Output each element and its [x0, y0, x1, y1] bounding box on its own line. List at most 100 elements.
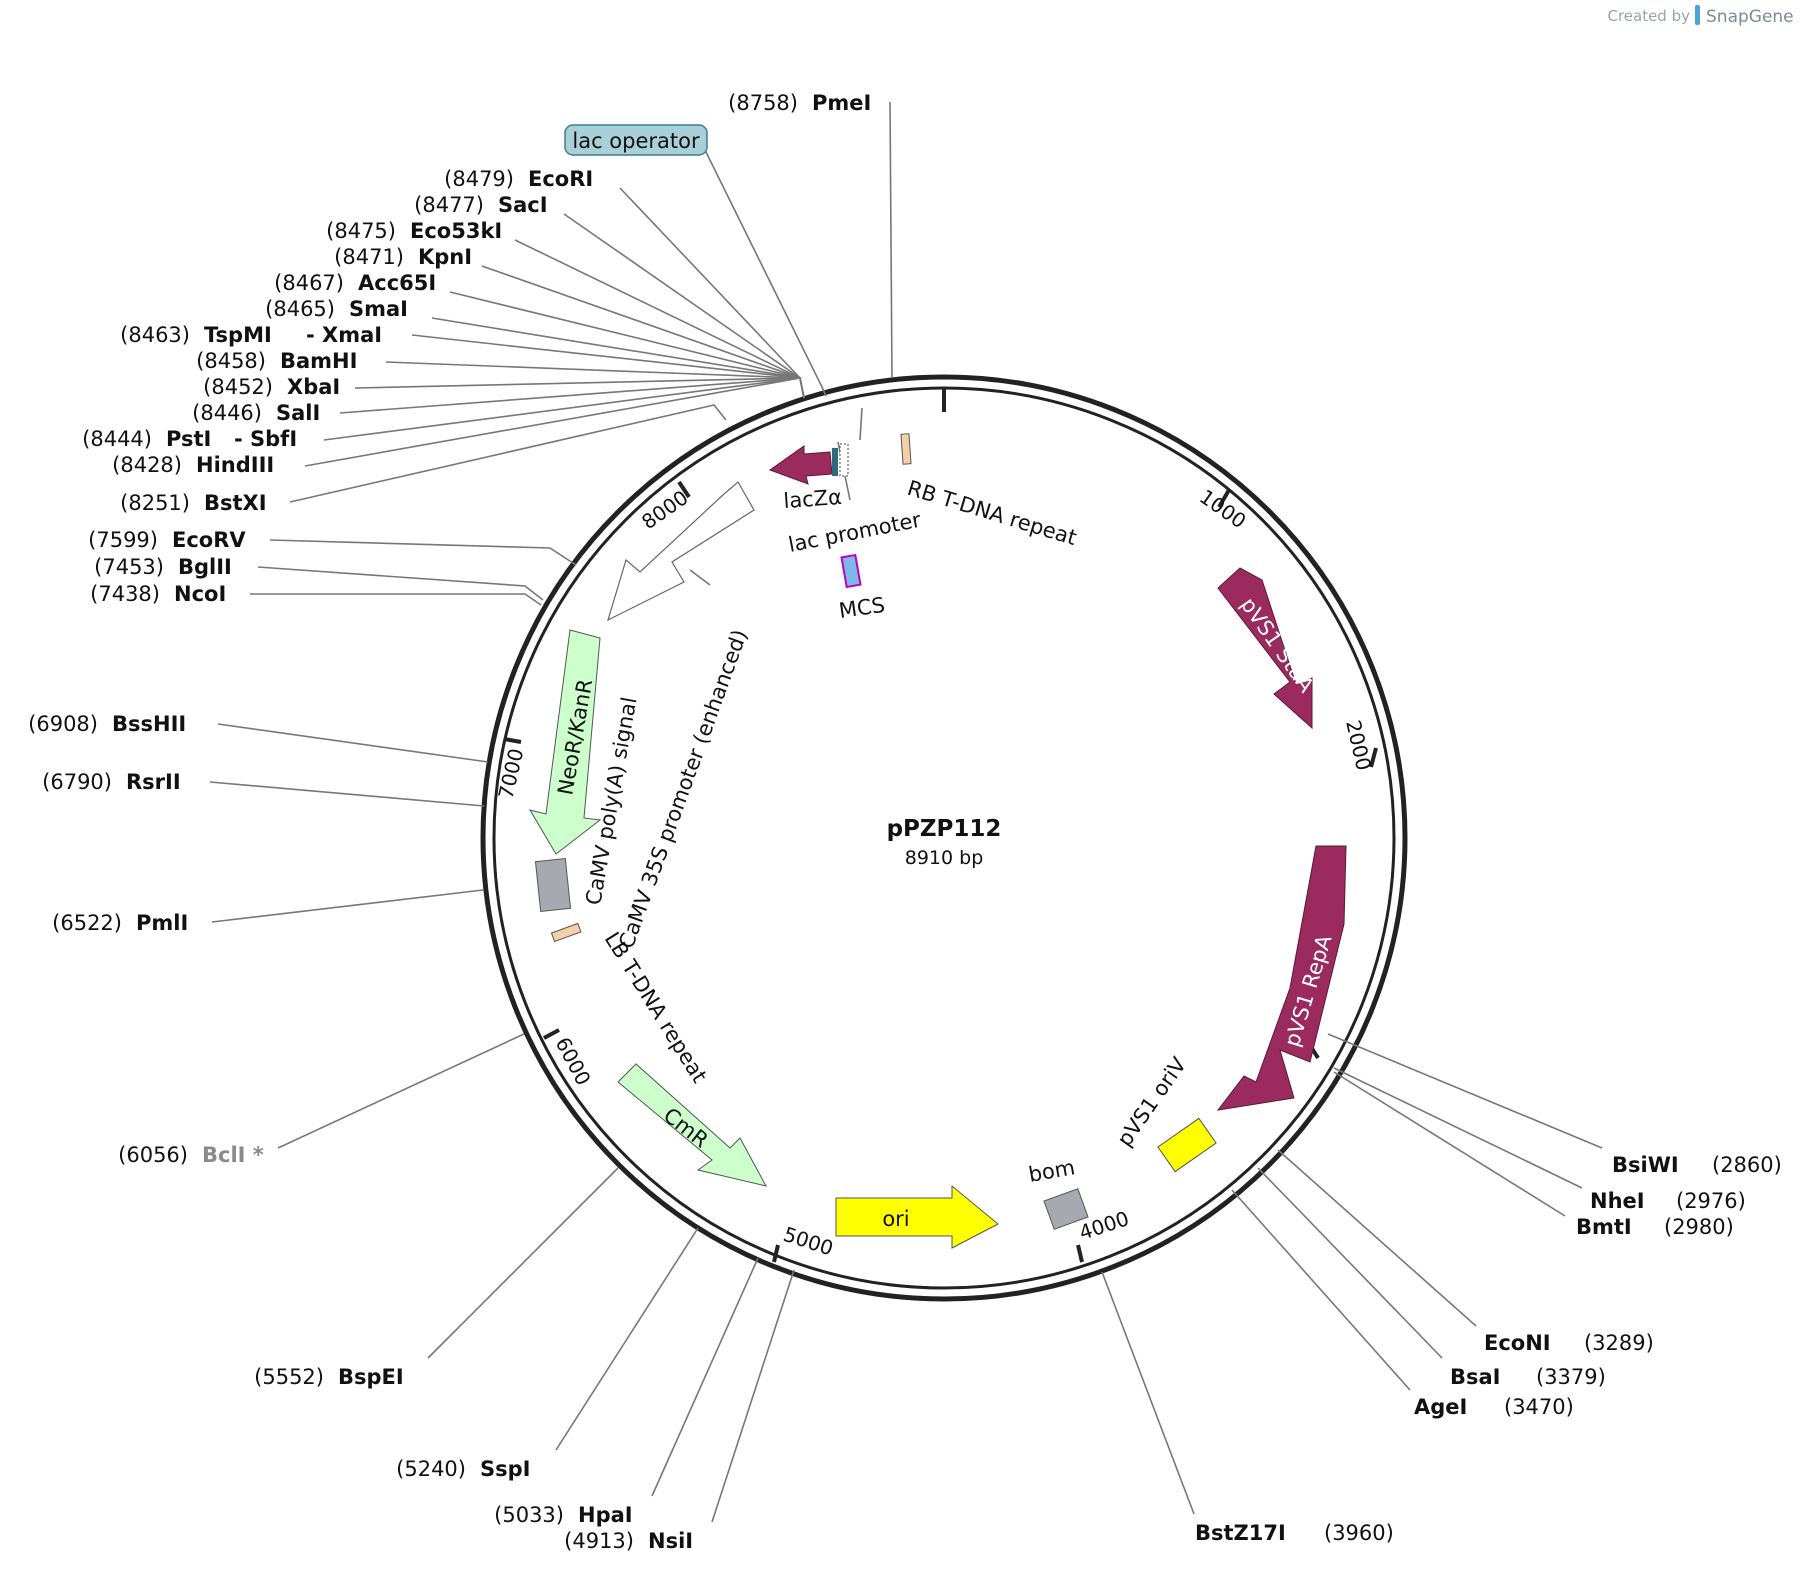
site-pos: (6056): [118, 1143, 188, 1167]
rb-repeat-marker: [900, 433, 912, 465]
site-econi[interactable]: EcoNI (3289): [1484, 1331, 1654, 1355]
site-pos: (2860): [1712, 1153, 1782, 1177]
site-acc65i[interactable]: (8467) Acc65I: [274, 271, 436, 295]
mcs-label: MCS: [837, 593, 886, 623]
site-name: HpaI: [578, 1503, 633, 1527]
site-bsiwi[interactable]: BsiWI (2860): [1612, 1153, 1782, 1177]
site-pos: (8428): [112, 453, 182, 477]
site-pos: (8251): [120, 491, 190, 515]
site-ecorv[interactable]: (7599) EcoRV: [88, 528, 246, 552]
camv-35s-arrow: [607, 481, 755, 622]
site-pos: (6908): [28, 712, 98, 736]
site-name: TspMI: [204, 323, 272, 347]
bom-label: bom: [1027, 1155, 1077, 1187]
site-pos: (3289): [1584, 1331, 1654, 1355]
leader-agei: [1231, 1189, 1411, 1391]
site-nhei[interactable]: NheI (2976): [1590, 1189, 1746, 1213]
site-name: KpnI: [418, 245, 472, 269]
site-pmei[interactable]: (8758) PmeI: [728, 91, 871, 115]
feature-pvs1-oriv[interactable]: pVS1 oriV: [1112, 1052, 1217, 1173]
lacz-label: lacZα: [783, 485, 843, 513]
mcs-marker: [840, 553, 862, 589]
feature-lacz[interactable]: lacZα: [768, 443, 849, 513]
site-hindiii[interactable]: (8428) HindIII: [112, 453, 274, 477]
tick-label-1000: 1000: [1195, 484, 1250, 533]
site-name: BstXI: [204, 491, 267, 515]
features: lac operator lacZα lac promoter RB T-DNA…: [528, 124, 1347, 1249]
lb-repeat-marker: [550, 922, 582, 943]
tick-4000: [1076, 1244, 1084, 1263]
site-sspi[interactable]: (5240) SspI: [396, 1457, 530, 1481]
site-agei[interactable]: AgeI (3470): [1414, 1395, 1574, 1419]
rb-repeat-label: RB T-DNA repeat: [905, 476, 1080, 550]
site-bstxi[interactable]: (8251) BstXI: [120, 491, 266, 515]
site-xbai[interactable]: (8452) XbaI: [203, 375, 340, 399]
site-pos: (3379): [1536, 1365, 1606, 1389]
leader-bstz17i: [1101, 1271, 1195, 1515]
site-ecori[interactable]: (8479) EcoRI: [444, 167, 593, 191]
leader-bsiwi: [1327, 1033, 1603, 1149]
ori-arrow: [835, 1184, 999, 1249]
ori-label: ori: [882, 1207, 909, 1231]
site-name: SmaI: [349, 297, 408, 321]
site-rsrii[interactable]: (6790) RsrII: [42, 770, 181, 794]
site-kpni[interactable]: (8471) KpnI: [334, 245, 472, 269]
site-smai[interactable]: (8465) SmaI: [265, 297, 408, 321]
site-bspei[interactable]: (5552) BspEI: [254, 1365, 404, 1389]
site-ncoi[interactable]: (7438) NcoI: [90, 582, 226, 606]
site-bglii[interactable]: (7453) BglII: [94, 555, 232, 579]
feature-bom[interactable]: bom: [1027, 1155, 1089, 1230]
site-pos: (8758): [728, 91, 798, 115]
site-nsii[interactable]: (4913) NsiI: [564, 1529, 693, 1553]
pvs1-staa-arrow: [1217, 567, 1313, 730]
leader-rsrii: [209, 781, 485, 807]
site-name: PstI: [166, 427, 211, 451]
site-bstz17i[interactable]: BstZ17I (3960): [1195, 1521, 1394, 1545]
site-bcli[interactable]: (6056) BclI *: [118, 1143, 264, 1167]
feature-neor[interactable]: NeoR/KanR: [528, 629, 602, 855]
site-pos: (8475): [326, 219, 396, 243]
site-bsai[interactable]: BsaI (3379): [1450, 1365, 1606, 1389]
tick-7000: [503, 737, 522, 744]
site-pos: (5240): [396, 1457, 466, 1481]
site-pos: (8446): [192, 401, 262, 425]
leader-bstxi: [289, 404, 727, 503]
feature-pvs1-repa[interactable]: pVS1 RepA: [1216, 845, 1347, 1111]
site-eco53ki[interactable]: (8475) Eco53kI: [326, 219, 502, 243]
tick-2000: [1369, 747, 1378, 768]
leader-bmti: [1333, 1071, 1566, 1217]
lac-operator-box: [564, 124, 708, 156]
site-pos: (5552): [254, 1365, 324, 1389]
tick-5000: [772, 1244, 780, 1263]
feature-mcs[interactable]: MCS: [837, 553, 886, 623]
site-pos: (8465): [265, 297, 335, 321]
feature-rb-repeat[interactable]: RB T-DNA repeat: [900, 433, 1080, 550]
lac-promoter-marker: [839, 443, 849, 477]
lacz-arrow: [768, 445, 833, 485]
site-bmti[interactable]: BmtI (2980): [1576, 1215, 1734, 1239]
site-pmli[interactable]: (6522) PmlI: [52, 911, 188, 935]
site-saci[interactable]: (8477) SacI: [414, 193, 547, 217]
pvs1-staa-label: pVS1 StaA: [1236, 593, 1319, 697]
site-bamhi[interactable]: (8458) BamHI: [196, 349, 357, 373]
site-labels: (8758) PmeI (8479) EcoRI (8477) SacI (84…: [28, 91, 1782, 1553]
site-psti[interactable]: (8444) PstI - SbfI: [82, 427, 297, 451]
site-bsshii[interactable]: (6908) BssHII: [28, 712, 186, 736]
site-tspmi[interactable]: (8463) TspMI - XmaI: [120, 323, 382, 347]
site-pos: (4913): [564, 1529, 634, 1553]
feature-lac-promoter[interactable]: lac promoter: [786, 508, 923, 557]
site-pos: (3960): [1324, 1521, 1394, 1545]
site-sali[interactable]: (8446) SalI: [192, 401, 320, 425]
site-hpai[interactable]: (5033) HpaI: [494, 1503, 632, 1527]
plasmid-length: 8910 bp: [905, 847, 984, 869]
neor-arrow: [528, 629, 602, 855]
site-pos: (7599): [88, 528, 158, 552]
site-pos: (8471): [334, 245, 404, 269]
site-pos: (8458): [196, 349, 266, 373]
site-name: BamHI: [280, 349, 357, 373]
feature-ori[interactable]: ori: [835, 1184, 999, 1249]
feature-pvs1-staa[interactable]: pVS1 StaA: [1217, 567, 1319, 730]
feature-lac-operator[interactable]: lac operator: [564, 124, 708, 156]
site-pos: (7438): [90, 582, 160, 606]
